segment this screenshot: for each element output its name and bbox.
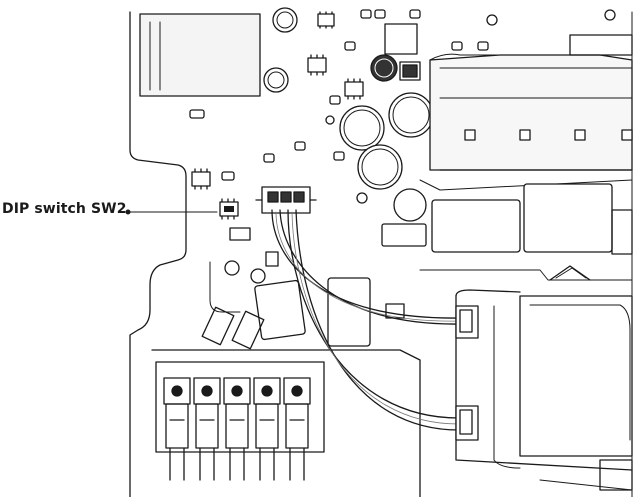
resistor — [189, 109, 205, 119]
pcb-inner-edge — [209, 261, 241, 313]
smd-chip — [399, 61, 421, 81]
via — [356, 192, 368, 204]
resistor — [221, 171, 235, 181]
resistor — [374, 9, 386, 19]
via — [486, 14, 498, 26]
callout-leader — [125, 209, 218, 215]
terminal-3 — [223, 377, 251, 481]
capacitor-small — [263, 67, 289, 93]
dip-switch-sw2-label: DIP switch SW2 — [2, 201, 127, 217]
resistor — [409, 9, 421, 19]
resistor — [229, 227, 251, 241]
via — [250, 268, 266, 284]
relay-block — [139, 13, 261, 97]
resistor — [477, 41, 489, 51]
terminal-4 — [253, 377, 281, 481]
resistor — [294, 141, 306, 151]
terminal-1 — [163, 377, 191, 481]
smd-chip — [191, 168, 211, 190]
pcb-board-outline — [129, 11, 187, 497]
terminal-5 — [283, 377, 311, 481]
resistor — [263, 153, 275, 163]
resistor — [333, 151, 345, 161]
terminal-block — [155, 361, 325, 481]
square-component — [384, 23, 418, 55]
via — [604, 9, 616, 21]
ferrite-cores — [201, 277, 371, 350]
bracket — [569, 34, 633, 56]
terminal-2 — [193, 377, 221, 481]
via — [224, 260, 240, 276]
smd-chip — [344, 78, 364, 100]
resistor — [360, 9, 372, 19]
pcb-lower-edge — [151, 349, 421, 497]
filter-capacitors — [381, 183, 633, 255]
smd-chip — [317, 11, 335, 29]
via — [325, 115, 335, 125]
capacitor-small — [272, 7, 298, 33]
electrolytic-capacitors — [339, 92, 434, 222]
smd-chip — [307, 54, 327, 76]
wire-harness — [271, 209, 463, 431]
resistor — [265, 251, 279, 267]
motor-housing — [385, 265, 633, 491]
transformer-housing — [419, 53, 633, 191]
resistor — [344, 41, 356, 51]
wire-connector — [255, 186, 317, 214]
resistor — [329, 95, 341, 105]
dip-switch-sw2 — [219, 198, 239, 220]
resistor — [451, 41, 463, 51]
